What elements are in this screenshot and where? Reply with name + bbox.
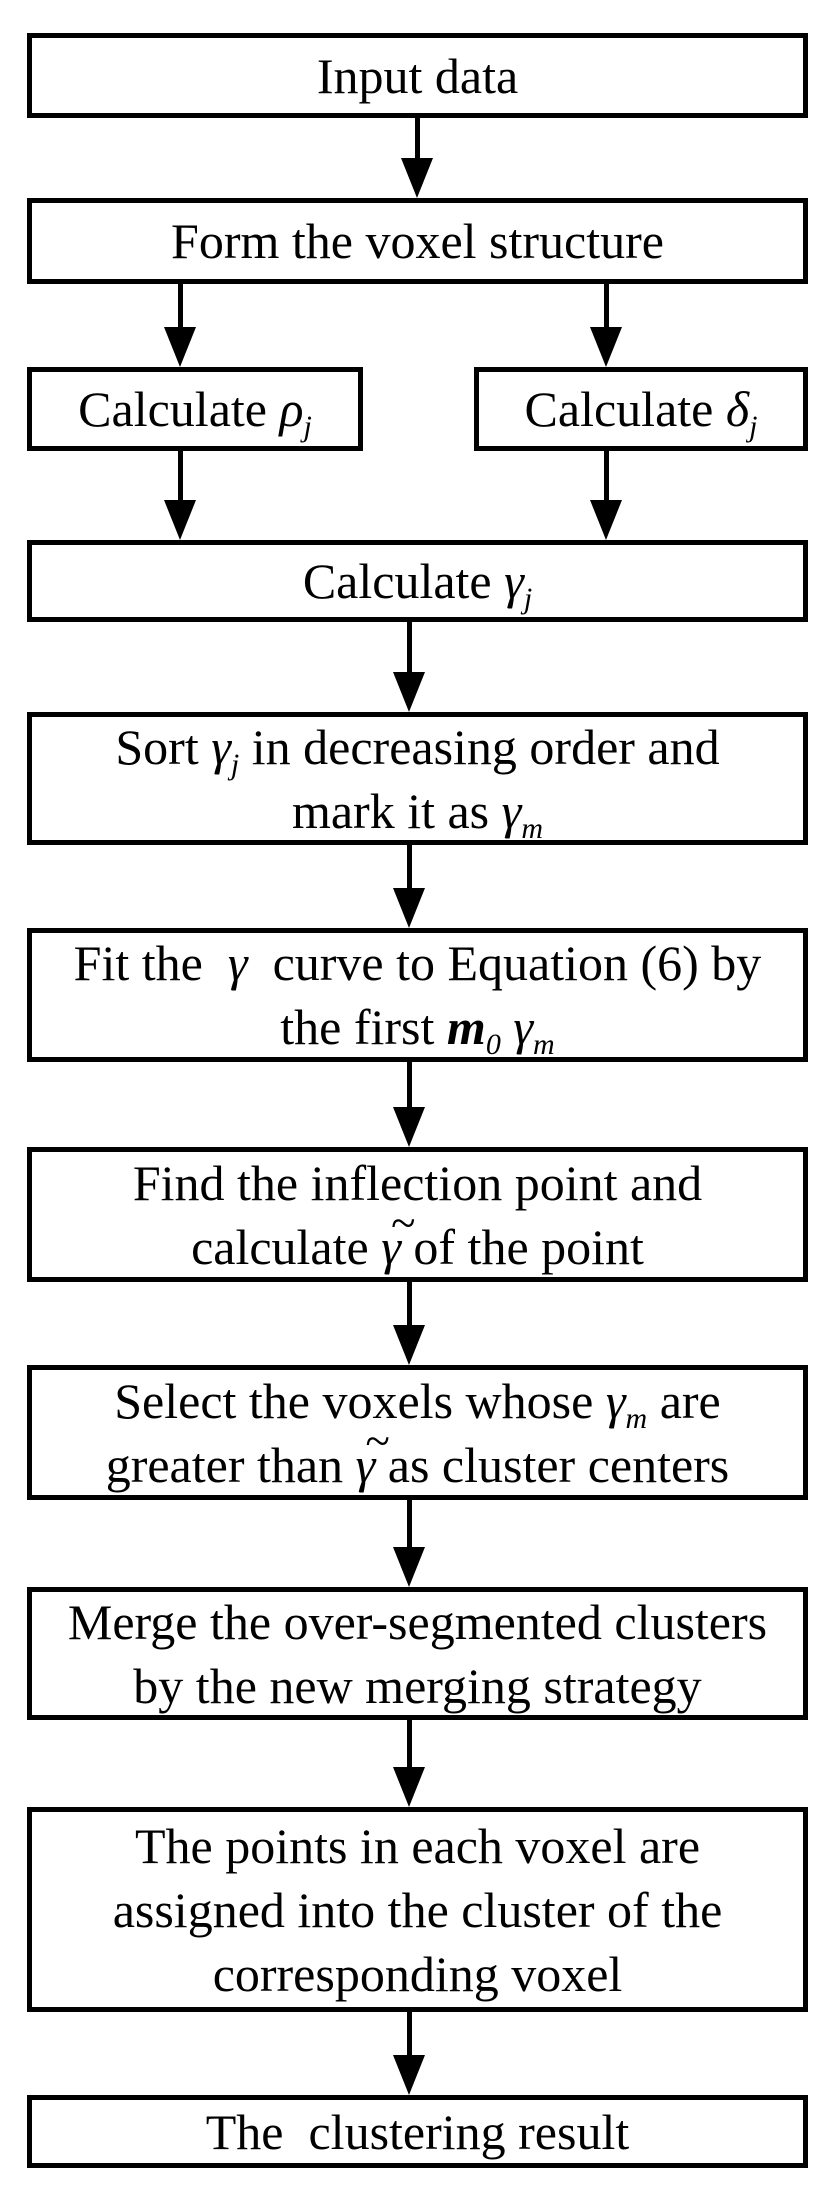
flow-box-calculate-delta: Calculate δj <box>474 367 808 451</box>
flow-box-fit-gamma-curve: Fit the γ curve to Equation (6) by the fi… <box>27 928 808 1062</box>
arrow-select-to-merge-line <box>407 1500 412 1549</box>
flow-box-text-line: Calculate ρj <box>78 381 312 443</box>
arrow-sort-to-fit-line <box>407 845 412 890</box>
math-subscript: j <box>749 410 758 443</box>
arrow-merge-to-assign-line <box>407 1720 412 1769</box>
flow-box-text-line: The points in each voxel are <box>134 1817 701 1874</box>
arrow-merge-to-assign-arrowhead-icon <box>393 1767 425 1807</box>
flow-box-text-line: assigned into the cluster of the <box>112 1881 723 1938</box>
flow-box-text-line: Sort γj in decreasing order and <box>115 718 720 781</box>
flow-box-text-line: Select the voxels whose γm are <box>114 1372 721 1435</box>
flow-box-text-line: the first m0 γm <box>280 999 555 1061</box>
arrow-input-to-form-arrowhead-icon <box>401 158 433 198</box>
math-symbol: γ <box>227 935 248 991</box>
arrow-rho-to-gamma-arrowhead-icon <box>164 500 196 540</box>
math-symbol-tilde: ~γ <box>381 1201 415 1279</box>
arrow-gamma-to-sort-line <box>407 622 412 674</box>
flow-box-merge-clusters: Merge the over-segmented clusters by the … <box>27 1587 808 1720</box>
flow-box-text-line: Find the inflection point and <box>132 1154 703 1211</box>
flow-box-text-line: Form the voxel structure <box>171 213 664 269</box>
arrow-fit-to-find-line <box>407 1062 412 1109</box>
flow-box-text-line: greater than ~γ as cluster centers <box>106 1419 730 1497</box>
math-subscript: m <box>625 1401 648 1435</box>
math-symbol: γ <box>504 553 524 609</box>
arrow-find-to-select-arrowhead-icon <box>393 1325 425 1365</box>
arrow-form-to-delta-line <box>604 284 609 329</box>
arrow-form-to-delta-arrowhead-icon <box>590 327 622 367</box>
flow-box-text-line: Merge the over-segmented clusters <box>67 1593 768 1650</box>
arrow-assign-to-result-line <box>407 2012 412 2057</box>
arrow-delta-to-gamma-arrowhead-icon <box>590 500 622 540</box>
math-symbol: γ <box>501 782 522 839</box>
flow-box-calculate-rho: Calculate ρj <box>27 367 363 451</box>
flow-box-text-line: Calculate δj <box>524 381 758 443</box>
tilde-accent: ~ <box>391 1198 416 1248</box>
tilde-accent: ~ <box>365 1416 390 1466</box>
math-symbol: γ <box>605 1372 626 1429</box>
flow-box-clustering-result: The clustering result <box>27 2095 808 2168</box>
math-symbol-tilde: ~γ <box>355 1419 390 1497</box>
flow-box-text-line: Fit the γ curve to Equation (6) by <box>73 935 762 991</box>
math-subscript: 0 <box>485 1028 501 1061</box>
math-symbol: γ <box>355 1436 376 1493</box>
arrow-gamma-to-sort-arrowhead-icon <box>393 672 425 712</box>
arrow-find-to-select-line <box>407 1282 412 1327</box>
flow-box-input-data: Input data <box>27 33 808 118</box>
math-symbol: γ <box>381 1218 401 1275</box>
flow-box-text-line: Calculate γj <box>302 553 533 615</box>
arrow-select-to-merge-arrowhead-icon <box>393 1547 425 1587</box>
flow-box-text-line: calculate ~γ of the point <box>191 1201 644 1279</box>
arrow-fit-to-find-arrowhead-icon <box>393 1107 425 1147</box>
math-symbol: ρ <box>279 381 304 437</box>
arrow-delta-to-gamma-line <box>604 451 609 502</box>
math-symbol: γ <box>513 999 534 1055</box>
math-symbol: m <box>446 999 486 1055</box>
flow-box-text-line: by the new merging strategy <box>133 1657 702 1714</box>
arrow-assign-to-result-arrowhead-icon <box>393 2055 425 2095</box>
math-symbol: δ <box>725 381 750 437</box>
math-subscript: m <box>533 1028 555 1061</box>
math-subscript: j <box>230 747 240 781</box>
arrow-sort-to-fit-arrowhead-icon <box>393 888 425 928</box>
flow-box-text-line: Input data <box>316 47 519 104</box>
math-symbol: γ <box>211 718 231 775</box>
flow-box-text-line: The clustering result <box>205 2103 630 2160</box>
arrow-input-to-form-line <box>415 118 420 160</box>
flow-box-form-voxel-structure: Form the voxel structure <box>27 198 808 284</box>
arrow-form-to-rho-line <box>178 284 183 329</box>
math-subscript: m <box>521 811 544 845</box>
arrow-form-to-rho-arrowhead-icon <box>164 327 196 367</box>
math-subscript: j <box>523 582 533 615</box>
arrow-rho-to-gamma-line <box>178 451 183 502</box>
flow-box-text-line: corresponding voxel <box>212 1945 623 2002</box>
flow-box-calculate-gamma: Calculate γj <box>27 540 808 622</box>
flow-box-assign-points: The points in each voxel are assigned int… <box>27 1807 808 2012</box>
math-subscript: j <box>303 410 312 443</box>
flow-box-text-line: mark it as γm <box>291 782 544 845</box>
